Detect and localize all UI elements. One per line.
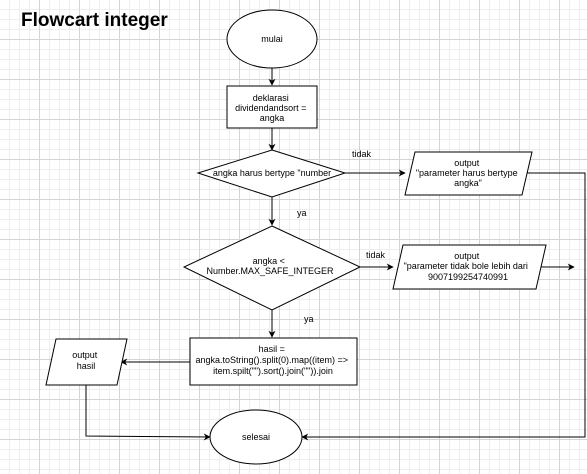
- check-type-decision: [196, 149, 347, 198]
- end-terminator: [209, 409, 303, 465]
- result-output: [45, 338, 128, 386]
- compute-label: hasil = angka.toString().split(0).map((i…: [195, 344, 350, 376]
- edge-output-to-end: [85, 385, 211, 441]
- type-error-line-3: angka": [454, 178, 482, 188]
- compute-process-box: [189, 337, 358, 386]
- result-output-label: output hasil: [72, 350, 100, 371]
- max-error-output: [392, 244, 547, 290]
- declare-process-box: [226, 85, 318, 129]
- check-type-label: angka harus bertype "number: [213, 168, 331, 178]
- check-max-line-1: angka <: [253, 256, 285, 266]
- check-max-label: angka < Number.MAX_SAFE_INTEGER: [206, 256, 334, 276]
- declare-line-1: deklarasi: [253, 93, 289, 103]
- start-terminator: [226, 9, 318, 69]
- declare-line-2: dividendandsort =: [235, 103, 306, 113]
- type-error-line-2: "parameter harus bertype: [416, 168, 518, 178]
- compute-line-3: item.spilt("").sort().join("")).join: [213, 366, 333, 376]
- edge-label-type-no: tidak: [352, 149, 372, 159]
- max-error-line-3: 9007199254740991: [428, 272, 508, 282]
- compute-line-1: hasil =: [259, 344, 285, 354]
- result-output-line-1: output: [72, 350, 98, 360]
- type-error-line-1: output: [454, 158, 480, 168]
- max-error-label: output "parameter tidak bole lebih dari …: [404, 251, 531, 282]
- edge-label-max-no: tidak: [366, 250, 386, 260]
- diagram-title: Flowcart integer: [21, 10, 168, 31]
- end-label: selesai: [242, 432, 270, 442]
- edge-label-max-yes: ya: [304, 314, 314, 324]
- edge-type-output-to-end: [301, 172, 586, 441]
- check-max-decision: [182, 225, 362, 311]
- declare-line-3: angka: [260, 113, 285, 123]
- type-error-output: [404, 151, 533, 196]
- start-label: mulai: [261, 34, 283, 44]
- edge-label-type-yes: ya: [297, 208, 307, 218]
- check-max-line-2: Number.MAX_SAFE_INTEGER: [206, 266, 334, 276]
- result-output-line-2: hasil: [77, 361, 96, 371]
- max-error-line-1: output: [454, 251, 480, 261]
- type-error-label: output "parameter harus bertype angka": [416, 158, 520, 188]
- max-error-line-2: "parameter tidak bole lebih dari: [404, 261, 528, 271]
- declare-label: deklarasi dividendandsort = angka: [235, 93, 309, 123]
- compute-line-2: angka.toString().split(0).map((item) =>: [195, 355, 348, 365]
